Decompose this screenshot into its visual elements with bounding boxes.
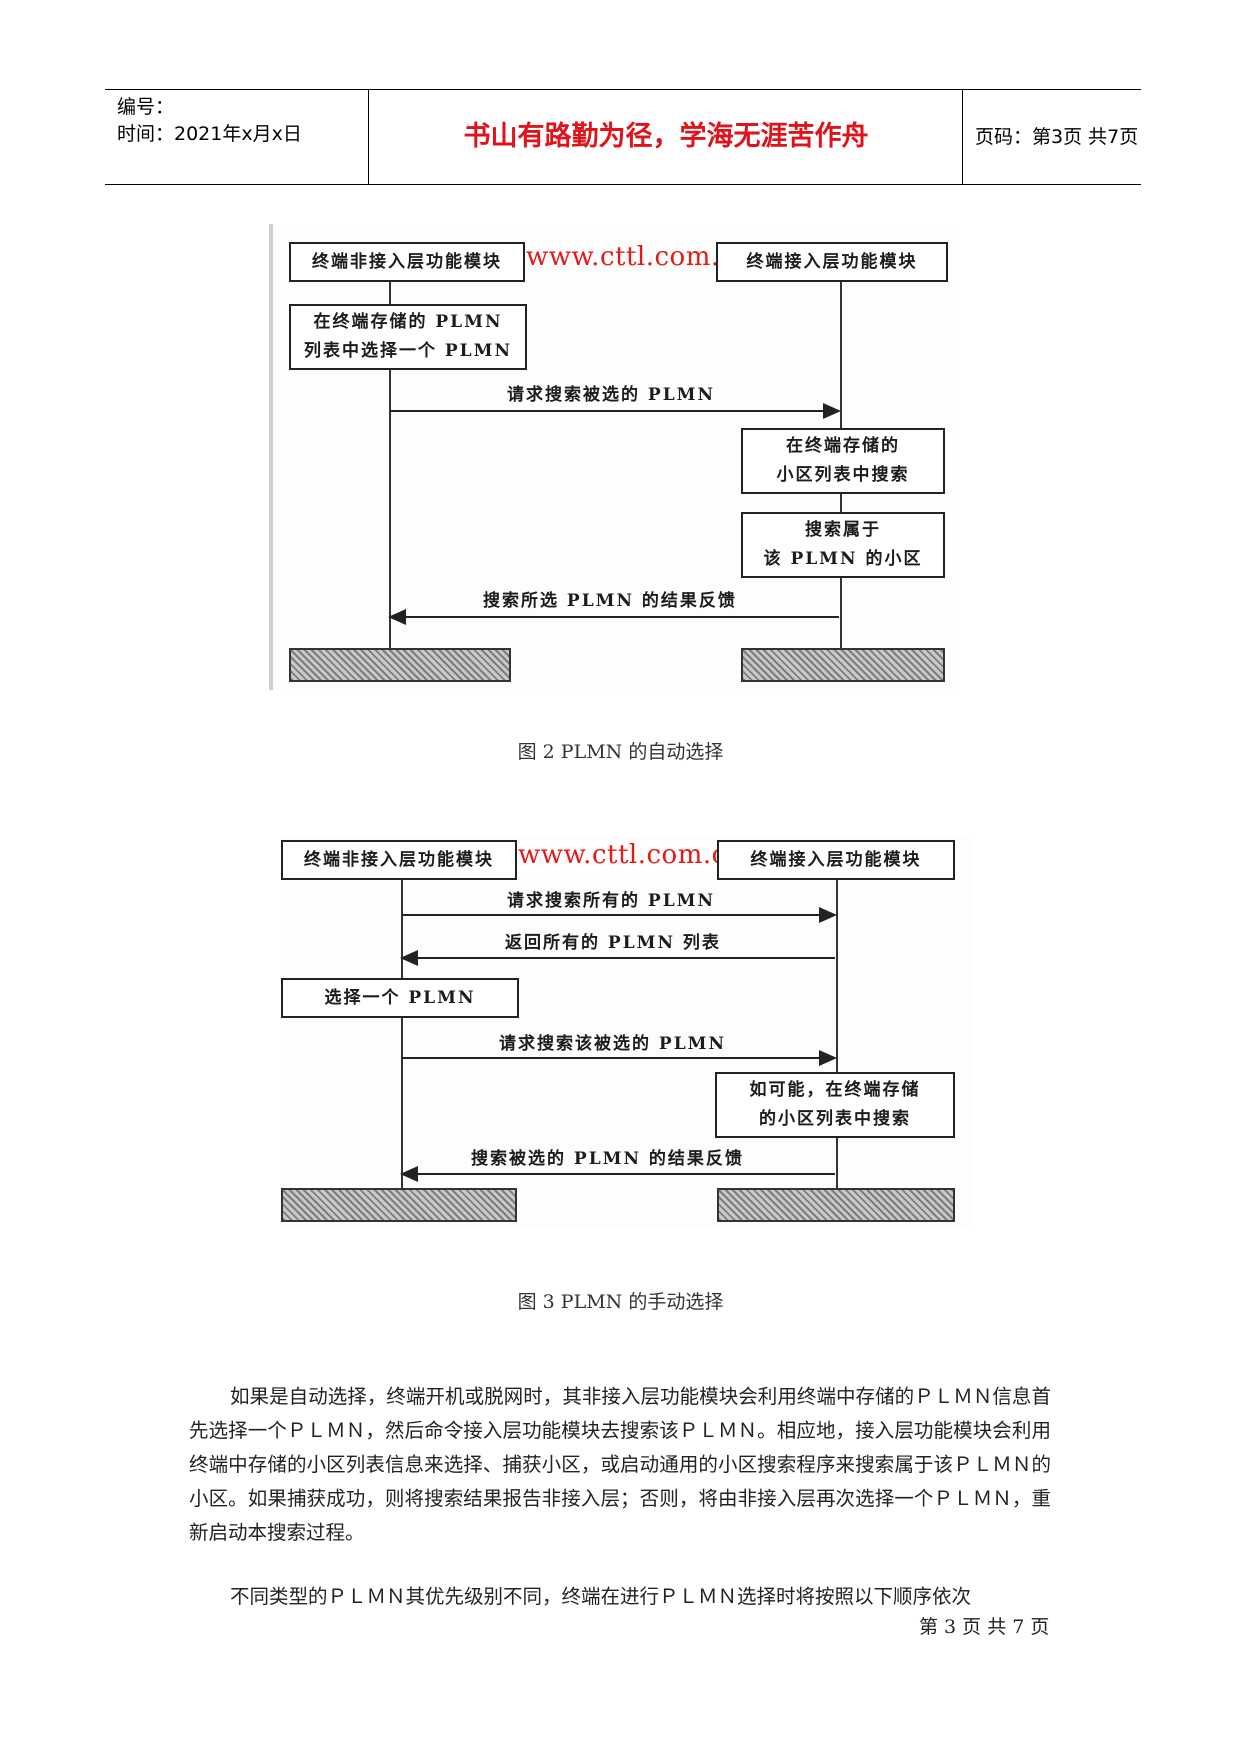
step-select-one-plmn: 选择一个 PLMN xyxy=(281,978,519,1018)
module-non-access-layer: 终端非接入层功能模块 xyxy=(281,840,517,880)
header-divider-left xyxy=(368,90,369,184)
paragraph-priority: 不同类型的ＰＬＭＮ其优先级别不同，终端在进行ＰＬＭＮ选择时将按照以下顺序依次 xyxy=(230,1585,972,1608)
page-header: 编号： 时间：2021年x月x日 书山有路勤为径，学海无涯苦作舟 页码：第3页 … xyxy=(105,89,1141,185)
header-motto: 书山有路勤为径，学海无涯苦作舟 xyxy=(463,121,869,152)
arrow-request-all xyxy=(402,907,837,923)
end-bar-non-access xyxy=(281,1188,517,1222)
message-return-list-label: 返回所有的 PLMN 列表 xyxy=(505,933,721,953)
end-bar-non-access xyxy=(289,648,511,682)
message-feedback-label: 搜索被选的 PLMN 的结果反馈 xyxy=(471,1149,744,1169)
step-search-plmn-cells: 搜索属于 该 PLMN 的小区 xyxy=(741,512,945,578)
watermark: www.cttl.com.cn xyxy=(526,242,752,272)
figure-2-caption: 图 2 PLMN 的自动选择 xyxy=(517,741,724,763)
watermark: www.cttl.com.cn xyxy=(518,840,744,870)
module-access-layer: 终端接入层功能模块 xyxy=(716,242,948,282)
message-request-selected-label: 请求搜索该被选的 PLMN xyxy=(499,1034,727,1054)
arrow-feedback xyxy=(388,609,839,625)
message-request-label: 请求搜索被选的 PLMN xyxy=(507,385,716,405)
end-bar-access xyxy=(741,648,945,682)
figure-3-caption: 图 3 PLMN 的手动选择 xyxy=(517,1291,724,1313)
time-label: 时间：2021年x月x日 xyxy=(117,123,302,145)
lifeline-non-access xyxy=(401,872,403,1212)
step-search-cell-list: 如可能，在终端存储 的小区列表中搜索 xyxy=(715,1072,955,1138)
message-feedback-label: 搜索所选 PLMN 的结果反馈 xyxy=(483,591,737,611)
header-meta: 编号： 时间：2021年x月x日 xyxy=(117,94,302,148)
arrow-request xyxy=(390,403,841,419)
step-search-cell-list: 在终端存储的 小区列表中搜索 xyxy=(741,428,945,494)
step-select-plmn: 在终端存储的 PLMN 列表中选择一个 PLMN xyxy=(289,304,527,370)
arrow-feedback xyxy=(400,1166,835,1182)
scan-edge xyxy=(269,224,273,690)
header-divider-right xyxy=(962,90,963,184)
message-request-all-label: 请求搜索所有的 PLMN xyxy=(507,891,716,911)
figure-3-diagram: 终端非接入层功能模块 www.cttl.com.cn 终端接入层功能模块 请求搜… xyxy=(281,836,971,1228)
arrow-return-list xyxy=(400,950,835,966)
end-bar-access xyxy=(717,1188,955,1222)
paragraph-auto-selection: 如果是自动选择，终端开机或脱网时，其非接入层功能模块会利用终端中存储的ＰＬＭＮ信… xyxy=(189,1385,1051,1544)
module-non-access-layer: 终端非接入层功能模块 xyxy=(289,242,525,282)
lifeline-access xyxy=(836,872,838,1212)
arrow-request-selected xyxy=(402,1050,837,1066)
page-footer: 第 3 页 共 7 页 xyxy=(919,1616,1050,1638)
lifeline-non-access xyxy=(389,264,391,676)
figure-2-diagram: 终端非接入层功能模块 www.cttl.com.cn 终端接入层功能模块 在终端… xyxy=(269,224,959,690)
header-page-info: 页码：第3页 共7页 xyxy=(975,126,1139,148)
serial-label: 编号： xyxy=(117,96,175,118)
module-access-layer: 终端接入层功能模块 xyxy=(717,840,955,880)
